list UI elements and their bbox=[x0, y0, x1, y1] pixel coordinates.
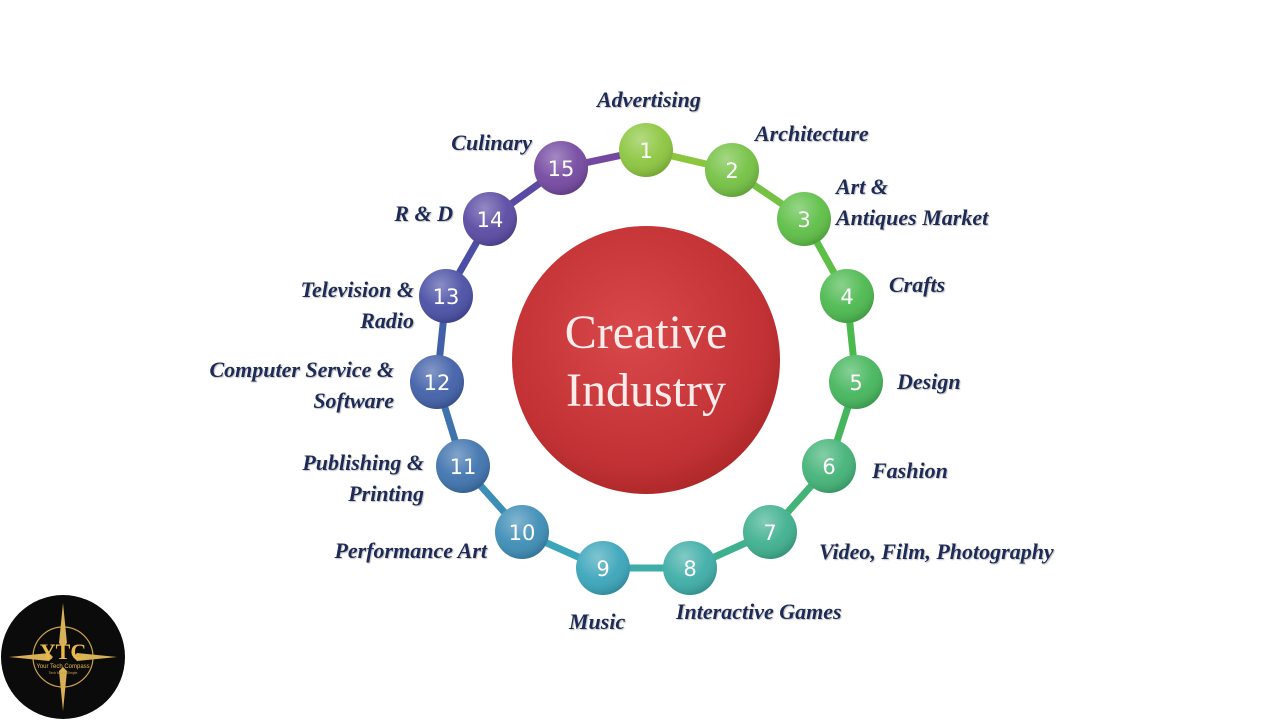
ring-node-number: 3 bbox=[797, 208, 810, 232]
node-label-line: Advertising bbox=[597, 87, 701, 112]
node-label-line: R & D bbox=[394, 201, 453, 226]
node-label-6: Fashion bbox=[872, 455, 948, 486]
ring-node-number: 2 bbox=[725, 159, 738, 183]
ring-node-14: 14 bbox=[463, 192, 517, 246]
node-label-line: Crafts bbox=[889, 272, 946, 297]
ring-node-number: 15 bbox=[548, 157, 575, 181]
compass-west-icon bbox=[9, 653, 53, 661]
node-label-line: Software bbox=[313, 388, 394, 413]
ring-node-shine bbox=[576, 541, 630, 595]
ring-node-shine bbox=[436, 439, 490, 493]
ring-node-1: 1 bbox=[619, 123, 673, 177]
ring-node-number: 7 bbox=[763, 521, 776, 545]
center-circle bbox=[512, 226, 780, 494]
ring-node-number: 10 bbox=[509, 521, 536, 545]
center-title-line1: Creative bbox=[565, 306, 728, 359]
ring-node-shine bbox=[777, 192, 831, 246]
ring-node-shine bbox=[743, 505, 797, 559]
node-label-line: Fashion bbox=[872, 458, 948, 483]
node-label-line: Publishing & bbox=[302, 450, 424, 475]
ring-node-5: 5 bbox=[829, 355, 883, 409]
compass-north-icon bbox=[59, 603, 67, 647]
ring-node-2: 2 bbox=[705, 143, 759, 197]
node-label-7: Video, Film, Photography bbox=[819, 536, 1054, 567]
node-label-line: Television & bbox=[300, 277, 414, 302]
node-label-line: Design bbox=[897, 369, 961, 394]
ring-node-shine bbox=[802, 439, 856, 493]
node-label-line: Video, Film, Photography bbox=[819, 539, 1054, 564]
node-label-line: Antiques Market bbox=[836, 205, 989, 230]
ring-node-shine bbox=[463, 192, 517, 246]
node-label-line: Interactive Games bbox=[676, 599, 842, 624]
ring-node-number: 12 bbox=[424, 371, 451, 395]
node-label-2: Architecture bbox=[755, 118, 869, 149]
logo-tagline: Tech Made Simple bbox=[49, 671, 78, 675]
ring-node-10: 10 bbox=[495, 505, 549, 559]
ring-node-shine bbox=[705, 143, 759, 197]
ring-node-number: 11 bbox=[450, 455, 477, 479]
node-label-line: Art & bbox=[836, 174, 888, 199]
ring-node-shine bbox=[829, 355, 883, 409]
node-label-9: Music bbox=[569, 606, 625, 637]
ring-node-shine bbox=[619, 123, 673, 177]
ring-node-12: 12 bbox=[410, 355, 464, 409]
ring-node-3: 3 bbox=[777, 192, 831, 246]
ring-node-7: 7 bbox=[743, 505, 797, 559]
ring-node-shine bbox=[419, 269, 473, 323]
node-label-line: Computer Service & bbox=[209, 357, 394, 382]
compass-south-icon bbox=[59, 667, 67, 711]
logo-name: Your Tech Compass bbox=[36, 664, 89, 670]
node-label-12: Computer Service & Software bbox=[209, 354, 394, 416]
ring-node-number: 5 bbox=[849, 371, 862, 395]
ring-node-number: 9 bbox=[596, 557, 609, 581]
ring-node-8: 8 bbox=[663, 541, 717, 595]
ring-node-number: 1 bbox=[639, 139, 652, 163]
node-label-line: Architecture bbox=[755, 121, 869, 146]
node-label-14: R & D bbox=[394, 198, 453, 229]
ring-node-4: 4 bbox=[820, 269, 874, 323]
ring-node-shine bbox=[663, 541, 717, 595]
compass-east-icon bbox=[73, 653, 117, 661]
node-label-11: Publishing & Printing bbox=[302, 447, 424, 509]
ring-node-11: 11 bbox=[436, 439, 490, 493]
ring-node-number: 6 bbox=[822, 455, 835, 479]
node-label-1: Advertising bbox=[597, 84, 701, 115]
node-label-line: Radio bbox=[360, 308, 414, 333]
node-label-5: Design bbox=[897, 366, 961, 397]
center-title-line2: Industry bbox=[566, 364, 726, 417]
node-label-line: Music bbox=[569, 609, 626, 634]
node-label-4: Crafts bbox=[889, 269, 945, 300]
ring-node-6: 6 bbox=[802, 439, 856, 493]
node-label-line: Printing bbox=[348, 481, 424, 506]
node-label-line: Culinary bbox=[451, 130, 532, 155]
ring-node-shine bbox=[410, 355, 464, 409]
ring-node-shine bbox=[495, 505, 549, 559]
ring-node-9: 9 bbox=[576, 541, 630, 595]
node-label-line: Performance Art bbox=[334, 538, 487, 563]
ring-node-15: 15 bbox=[534, 141, 588, 195]
ring-node-number: 14 bbox=[477, 208, 504, 232]
ring-node-shine bbox=[820, 269, 874, 323]
node-label-15: Culinary bbox=[451, 127, 532, 158]
node-label-8: Interactive Games bbox=[676, 596, 842, 627]
logo-initials: YTC bbox=[40, 639, 86, 664]
ring-node-number: 8 bbox=[683, 557, 696, 581]
node-label-3: Art & Antiques Market bbox=[836, 171, 988, 233]
node-label-10: Performance Art bbox=[334, 535, 487, 566]
ring-node-13: 13 bbox=[419, 269, 473, 323]
ring-node-number: 13 bbox=[433, 285, 460, 309]
ring-node-number: 4 bbox=[840, 285, 853, 309]
ytc-logo: YTC Your Tech Compass Tech Made Simple bbox=[1, 595, 125, 719]
ring-node-shine bbox=[534, 141, 588, 195]
node-label-13: Television & Radio bbox=[301, 274, 414, 336]
